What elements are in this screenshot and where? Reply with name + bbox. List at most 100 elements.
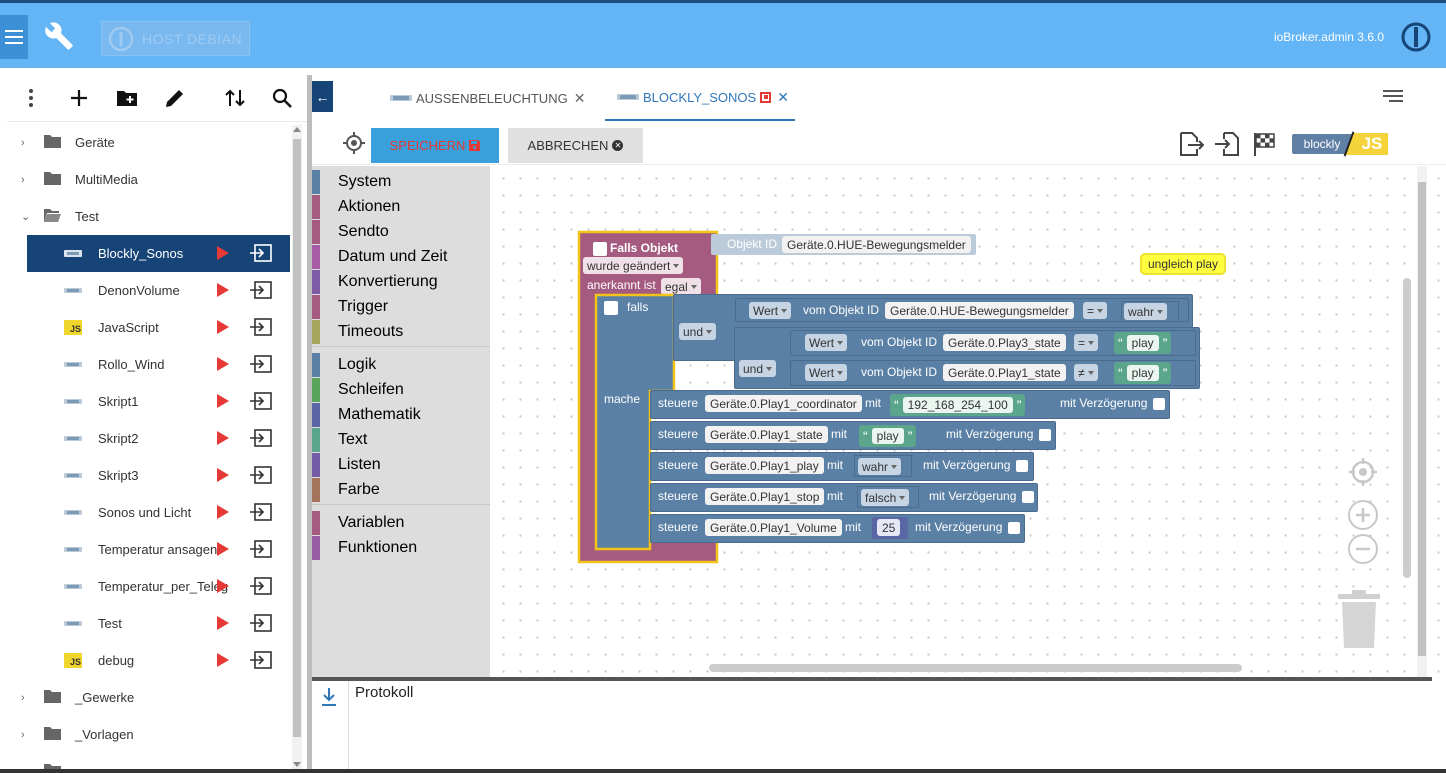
toolbox-category-text[interactable]: Text	[312, 427, 367, 452]
toolbox-category-timeouts[interactable]: Timeouts	[312, 319, 403, 344]
control-object-field[interactable]: Geräte.0.Play1_coordinator	[705, 395, 862, 412]
export-icon[interactable]	[250, 355, 272, 373]
trash-icon[interactable]	[1336, 590, 1382, 650]
export-icon[interactable]	[250, 466, 272, 484]
close-icon[interactable]: ✕	[573, 89, 586, 106]
center-workspace-icon[interactable]	[1347, 456, 1379, 488]
editor-scrollbar[interactable]	[1417, 166, 1427, 678]
play-icon[interactable]	[217, 246, 229, 260]
chevron-right-icon[interactable]: ›	[21, 691, 25, 704]
toolbox-category-logik[interactable]: Logik	[312, 352, 376, 377]
toolbox-category-konvertierung[interactable]: Konvertierung	[312, 269, 438, 294]
trigger-mode-dropdown[interactable]: wurde geändert	[583, 257, 684, 274]
condition-object-field[interactable]: Geräte.0.Play3_state	[943, 334, 1066, 351]
play-icon[interactable]	[217, 283, 229, 297]
operator-dropdown[interactable]: ≠	[1074, 364, 1098, 381]
toolbox-category-datum-und-zeit[interactable]: Datum und Zeit	[312, 244, 447, 269]
operator-dropdown[interactable]: =	[1083, 302, 1108, 319]
toolbox-category-schleifen[interactable]: Schleifen	[312, 377, 404, 402]
tree-script-skript3[interactable]: Skript3	[7, 457, 290, 494]
toolbox-category-funktionen[interactable]: Funktionen	[312, 535, 417, 560]
text-block[interactable]: “play”	[859, 425, 917, 447]
tree-script-test[interactable]: Test	[7, 605, 290, 642]
toolbox-category-mathematik[interactable]: Mathematik	[312, 402, 421, 427]
export-icon[interactable]	[250, 614, 272, 632]
play-icon[interactable]	[217, 616, 229, 630]
delay-checkbox[interactable]	[1153, 398, 1165, 410]
chevron-right-icon[interactable]: ›	[21, 173, 25, 186]
collapse-sidebar-button[interactable]: ←	[312, 81, 333, 112]
delay-checkbox[interactable]	[1008, 522, 1020, 534]
toolbox-category-system[interactable]: System	[312, 169, 391, 194]
play-icon[interactable]	[217, 320, 229, 334]
condition-object-field[interactable]: Geräte.0.Play1_state	[943, 364, 1066, 381]
text-block[interactable]: “play”	[1114, 362, 1172, 384]
toolbox-category-farbe[interactable]: Farbe	[312, 477, 380, 502]
tree-folder-test[interactable]: ⌄ Test	[7, 198, 290, 235]
and-dropdown[interactable]: und	[679, 323, 717, 340]
block-comment[interactable]: ungleich play	[1140, 253, 1227, 275]
ack-dropdown[interactable]: egal	[661, 278, 701, 295]
play-icon[interactable]	[217, 394, 229, 408]
tree-script-skript2[interactable]: Skript2	[7, 420, 290, 457]
more-vert-icon[interactable]	[19, 86, 43, 110]
save-button[interactable]: SPEICHERN	[371, 128, 499, 163]
locate-icon[interactable]	[342, 131, 366, 155]
gear-icon[interactable]	[604, 301, 618, 315]
export-icon[interactable]	[250, 503, 272, 521]
play-icon[interactable]	[217, 431, 229, 445]
control-object-field[interactable]: Geräte.0.Play1_stop	[705, 488, 825, 505]
panel-splitter[interactable]	[307, 75, 312, 773]
boolean-dropdown[interactable]: wahr	[858, 458, 902, 475]
operator-dropdown[interactable]: =	[1074, 334, 1099, 351]
play-icon[interactable]	[217, 653, 229, 667]
play-icon[interactable]	[217, 357, 229, 371]
tree-script-javascript[interactable]: JS JavaScript	[7, 309, 290, 346]
delay-checkbox[interactable]	[1022, 491, 1034, 503]
tree-folder-geraete[interactable]: › Geräte	[7, 124, 290, 161]
tree-script-temperatur-per-telegram[interactable]: Temperatur_per_Teleg	[7, 568, 290, 605]
tree-folder-gewerke[interactable]: › _Gewerke	[7, 679, 290, 716]
toolbox-category-listen[interactable]: Listen	[312, 452, 381, 477]
delay-checkbox[interactable]	[1039, 429, 1051, 441]
import-file-icon[interactable]	[1214, 131, 1240, 157]
cancel-button[interactable]: ABBRECHEN ✕	[508, 128, 643, 163]
workspace-vscrollbar[interactable]	[1403, 278, 1411, 578]
pencil-icon[interactable]	[163, 86, 187, 110]
checkered-flag-icon[interactable]	[1251, 131, 1277, 157]
export-icon[interactable]	[250, 244, 272, 262]
text-block[interactable]: “192_168_254_100”	[890, 394, 1026, 416]
export-icon[interactable]	[250, 392, 272, 410]
control-object-field[interactable]: Geräte.0.Play1_play	[705, 457, 824, 474]
toolbox-category-variablen[interactable]: Variablen	[312, 510, 404, 535]
export-icon[interactable]	[250, 651, 272, 669]
zoom-out-icon[interactable]	[1347, 533, 1379, 565]
text-block[interactable]: “play”	[1114, 332, 1172, 354]
menu-toggle-button[interactable]	[0, 15, 28, 59]
sidebar-scrollbar[interactable]	[292, 125, 302, 771]
play-icon[interactable]	[217, 468, 229, 482]
scroll-down-icon[interactable]	[293, 762, 301, 767]
tabs-menu-icon[interactable]	[1383, 90, 1403, 104]
tree-script-blockly-sonos[interactable]: Blockly_Sonos	[27, 235, 290, 272]
play-icon[interactable]	[217, 579, 229, 593]
control-object-field[interactable]: Geräte.0.Play1_Volume	[705, 519, 842, 536]
zoom-in-icon[interactable]	[1347, 499, 1379, 531]
blockly-to-js-toggle[interactable]: blockly JS	[1292, 131, 1388, 157]
export-file-icon[interactable]	[1178, 131, 1204, 157]
sort-icon[interactable]	[223, 86, 247, 110]
tree-script-sonos-und-licht[interactable]: Sonos und Licht	[7, 494, 290, 531]
tree-folder-multimedia[interactable]: › MultiMedia	[7, 161, 290, 198]
chevron-right-icon[interactable]: ›	[21, 136, 25, 149]
control-object-field[interactable]: Geräte.0.Play1_state	[705, 426, 828, 443]
tab-blockly-sonos[interactable]: BLOCKLY_SONOS ✕	[605, 75, 795, 121]
delay-checkbox[interactable]	[1016, 460, 1028, 472]
tree-script-denonvolume[interactable]: DenonVolume	[7, 272, 290, 309]
tree-script-skript1[interactable]: Skript1	[7, 383, 290, 420]
download-icon[interactable]	[321, 687, 337, 707]
tree-script-debug[interactable]: JS debug	[7, 642, 290, 679]
scrollbar-thumb[interactable]	[1418, 182, 1426, 656]
close-icon[interactable]: ✕	[777, 88, 789, 105]
tree-folder-vorlagen[interactable]: › _Vorlagen	[7, 716, 290, 753]
export-icon[interactable]	[250, 577, 272, 595]
